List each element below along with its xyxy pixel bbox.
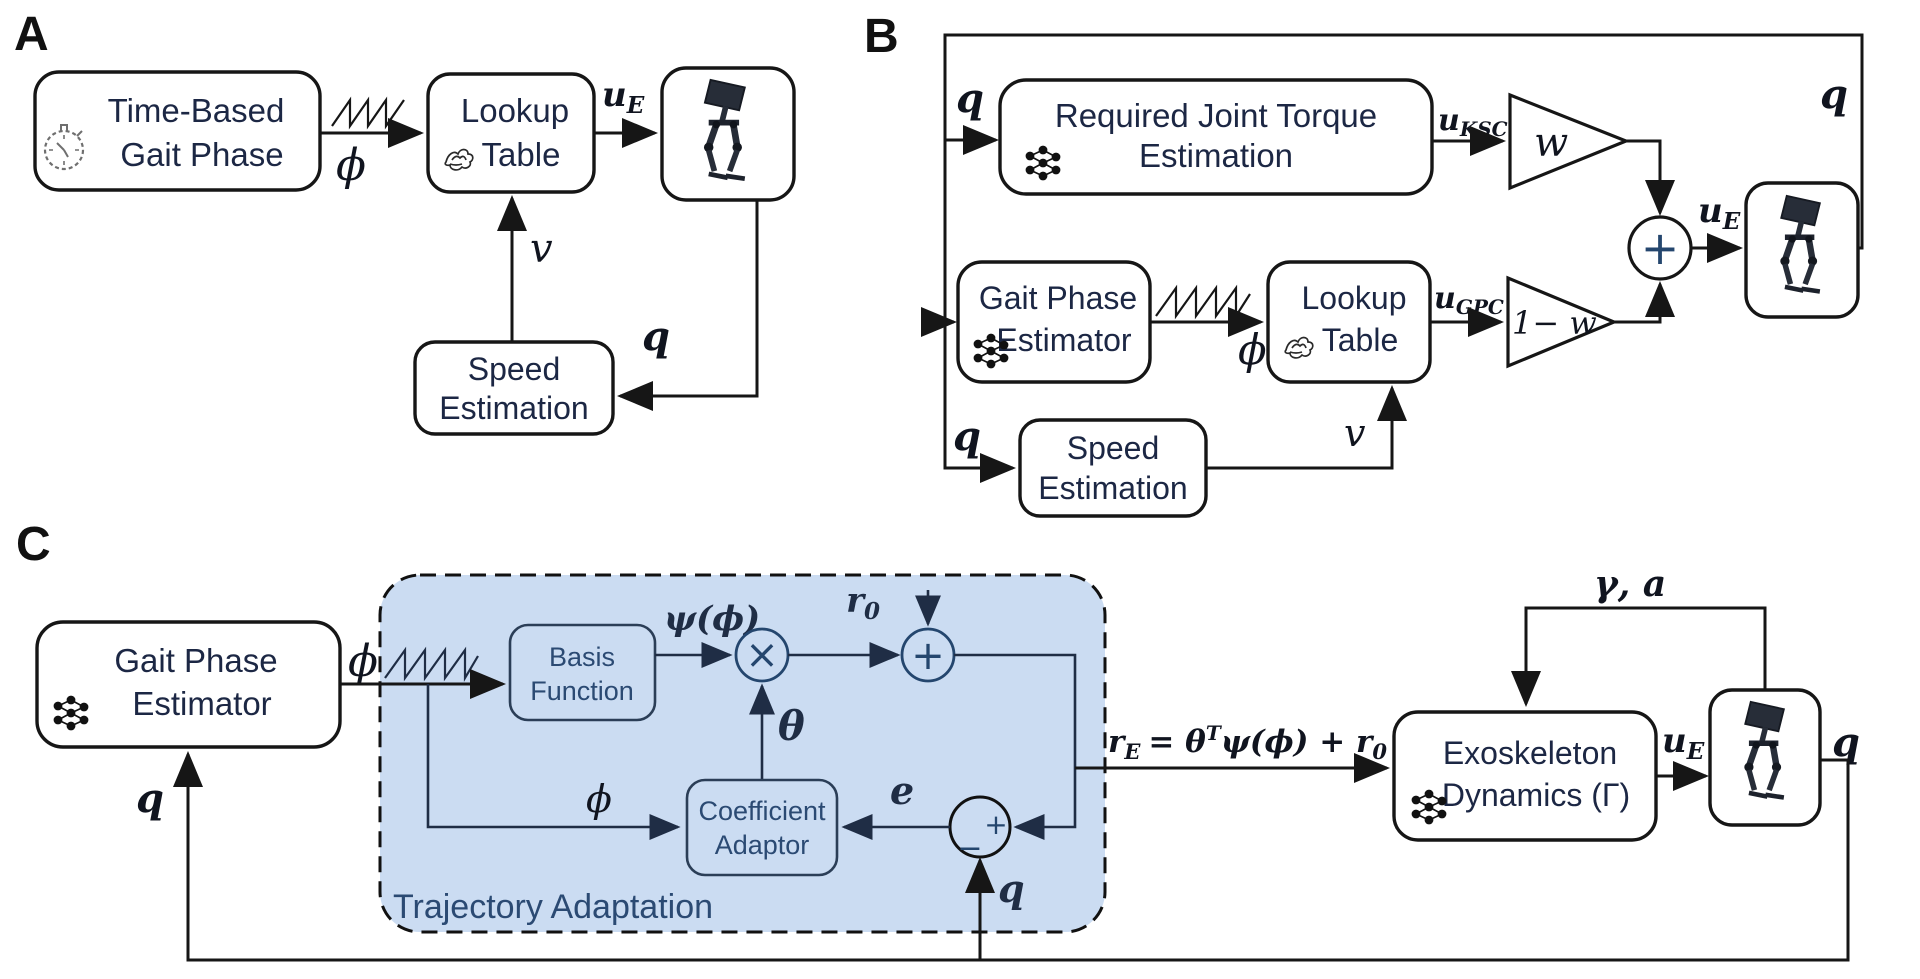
q-label-junction: q: [998, 866, 1025, 911]
time-based-gait-phase-box: [33, 70, 322, 192]
speed-estimation-box-a: [413, 340, 615, 436]
ue-label-c: uE: [1662, 721, 1705, 765]
v-label-b: v: [1344, 411, 1366, 455]
sawtooth-icon-a: [331, 96, 405, 130]
speed-estimation-a-line2: Estimation: [439, 390, 588, 426]
q-loop-b: [943, 33, 1864, 483]
phi-branch-to-adaptor: [426, 684, 681, 840]
sum-plus-sign-c: +: [911, 633, 945, 679]
exoskeleton-image-a: [660, 66, 796, 202]
block-gait-phase-estimator-c: Gait Phase Estimator: [35, 620, 342, 749]
one-minus-w-label: 1− w: [1512, 304, 1597, 342]
block-speed-estimation-b: Speed Estimation: [1018, 418, 1208, 518]
gait-phase-estimator-b-line1: Gait Phase: [979, 280, 1137, 316]
panel-b: B q q q Required Joint Torque Estimation…: [864, 10, 1864, 518]
sawtooth-icon-b: [1155, 284, 1251, 320]
panel-c: C Trajectory Adaptation Gait Phase Estim…: [16, 518, 1860, 962]
lookup-table-b-line2: Table: [1322, 322, 1399, 358]
error-junction-plus: +: [984, 808, 1007, 841]
ue-label-a: uE: [602, 75, 645, 119]
required-joint-torque-line2: Estimation: [1139, 137, 1293, 174]
block-lookup-table-a: Lookup Table: [426, 72, 596, 194]
q-feedback-a: [617, 200, 759, 411]
block-required-joint-torque: Required Joint Torque Estimation: [998, 78, 1434, 196]
q-label-b-right: q: [1820, 71, 1848, 118]
phi-label-b: ϕ: [1238, 325, 1267, 374]
ugpc-label: uGPC: [1434, 281, 1504, 319]
phi-label-c: ϕ: [348, 636, 378, 687]
sawtooth-icon-c: [384, 646, 479, 683]
basis-function-line2: Function: [530, 676, 634, 706]
gain-one-minus-w-triangle: [1506, 275, 1619, 369]
w-to-sum-line: [1626, 139, 1675, 216]
block-lookup-table-b: Lookup Table: [1266, 260, 1432, 384]
coefficient-adaptor-line1: Coefficient: [698, 796, 826, 826]
panel-a-label: A: [14, 8, 49, 61]
theta-label: θ: [778, 703, 805, 750]
re-equation: rE= θTψ(ϕ) + r0: [1108, 721, 1387, 764]
q-label-a: q: [642, 313, 670, 360]
block-time-based-gait-phase: Time-Based Gait Phase: [33, 70, 322, 192]
panel-c-label: C: [16, 518, 51, 571]
basis-function-box: [508, 623, 657, 722]
phi-label-branch: ϕ: [586, 777, 612, 821]
one-minus-w-to-sum-line: [1614, 281, 1675, 324]
gamma-a-label: γ, a: [1594, 563, 1666, 605]
exoskeleton-box-b: [1744, 181, 1860, 319]
exoskeleton-box-a: [660, 66, 796, 202]
q-label-c-left: q: [136, 775, 164, 822]
gamma-a-feedback: [1511, 606, 1767, 707]
r0-label: r0: [846, 581, 880, 625]
gain-w-triangle: [1508, 92, 1631, 191]
panel-b-label: B: [864, 10, 899, 63]
lookup-table-a-line1: Lookup: [461, 92, 569, 129]
panel-a: A Time-Based Gait Phase ϕ Lookup Table u…: [14, 8, 796, 436]
time-based-gait-phase-line1: Time-Based: [108, 92, 285, 129]
trajectory-adaptation-label: Trajectory Adaptation: [393, 888, 713, 926]
required-joint-torque-line1: Required Joint Torque: [1055, 97, 1377, 134]
phi-label-a: ϕ: [336, 140, 366, 191]
speed-estimation-a-line1: Speed: [468, 351, 561, 387]
q-feedback-c: [173, 751, 1850, 962]
exoskeleton-image-b: [1744, 181, 1860, 319]
gait-phase-estimator-c-line2: Estimator: [132, 685, 271, 722]
coefficient-adaptor-line2: Adaptor: [715, 830, 810, 860]
gait-phase-estimator-c-line1: Gait Phase: [114, 642, 277, 679]
exoskeleton-image-c: [1708, 688, 1822, 827]
psi-phi-label: ψ(ϕ): [664, 599, 760, 639]
e-label: e: [890, 768, 914, 813]
coefficient-adaptor-box: [685, 778, 839, 877]
sum-plus-sign-b: +: [1641, 221, 1680, 275]
speed-estimation-b-line1: Speed: [1067, 430, 1160, 466]
v-label-a: v: [530, 226, 553, 272]
q-label-b-bottom: q: [953, 413, 981, 460]
block-basis-function: Basis Function: [508, 623, 657, 722]
block-speed-estimation-a: Speed Estimation: [413, 340, 615, 436]
speed-estimation-b-line2: Estimation: [1038, 470, 1187, 506]
time-based-gait-phase-line2: Gait Phase: [120, 136, 283, 173]
basis-function-line1: Basis: [549, 642, 615, 672]
exoskeleton-box-c: [1708, 688, 1822, 827]
reference-line: [954, 653, 1077, 840]
gait-phase-estimator-b-line2: Estimator: [996, 322, 1131, 358]
multiply-sign: ×: [745, 632, 779, 678]
q-label-b-left: q: [956, 75, 984, 122]
q-label-c-right: q: [1832, 719, 1860, 766]
v-arrow-b: [1206, 385, 1407, 470]
block-gait-phase-estimator-b: Gait Phase Estimator: [956, 260, 1152, 384]
ue-label-b: uE: [1698, 191, 1741, 235]
w-label: w: [1534, 120, 1568, 166]
exoskeleton-dynamics-line2: Dynamics (Γ): [1442, 777, 1630, 813]
exoskeleton-dynamics-line1: Exoskeleton: [1443, 735, 1617, 771]
uksc-label: uKSC: [1438, 103, 1508, 141]
block-exoskeleton-dynamics: Exoskeleton Dynamics (Γ): [1392, 710, 1658, 842]
block-coefficient-adaptor: Coefficient Adaptor: [685, 778, 839, 877]
lookup-table-b-line1: Lookup: [1302, 280, 1407, 316]
lookup-table-a-line2: Table: [482, 136, 561, 173]
required-joint-torque-box: [998, 78, 1434, 196]
